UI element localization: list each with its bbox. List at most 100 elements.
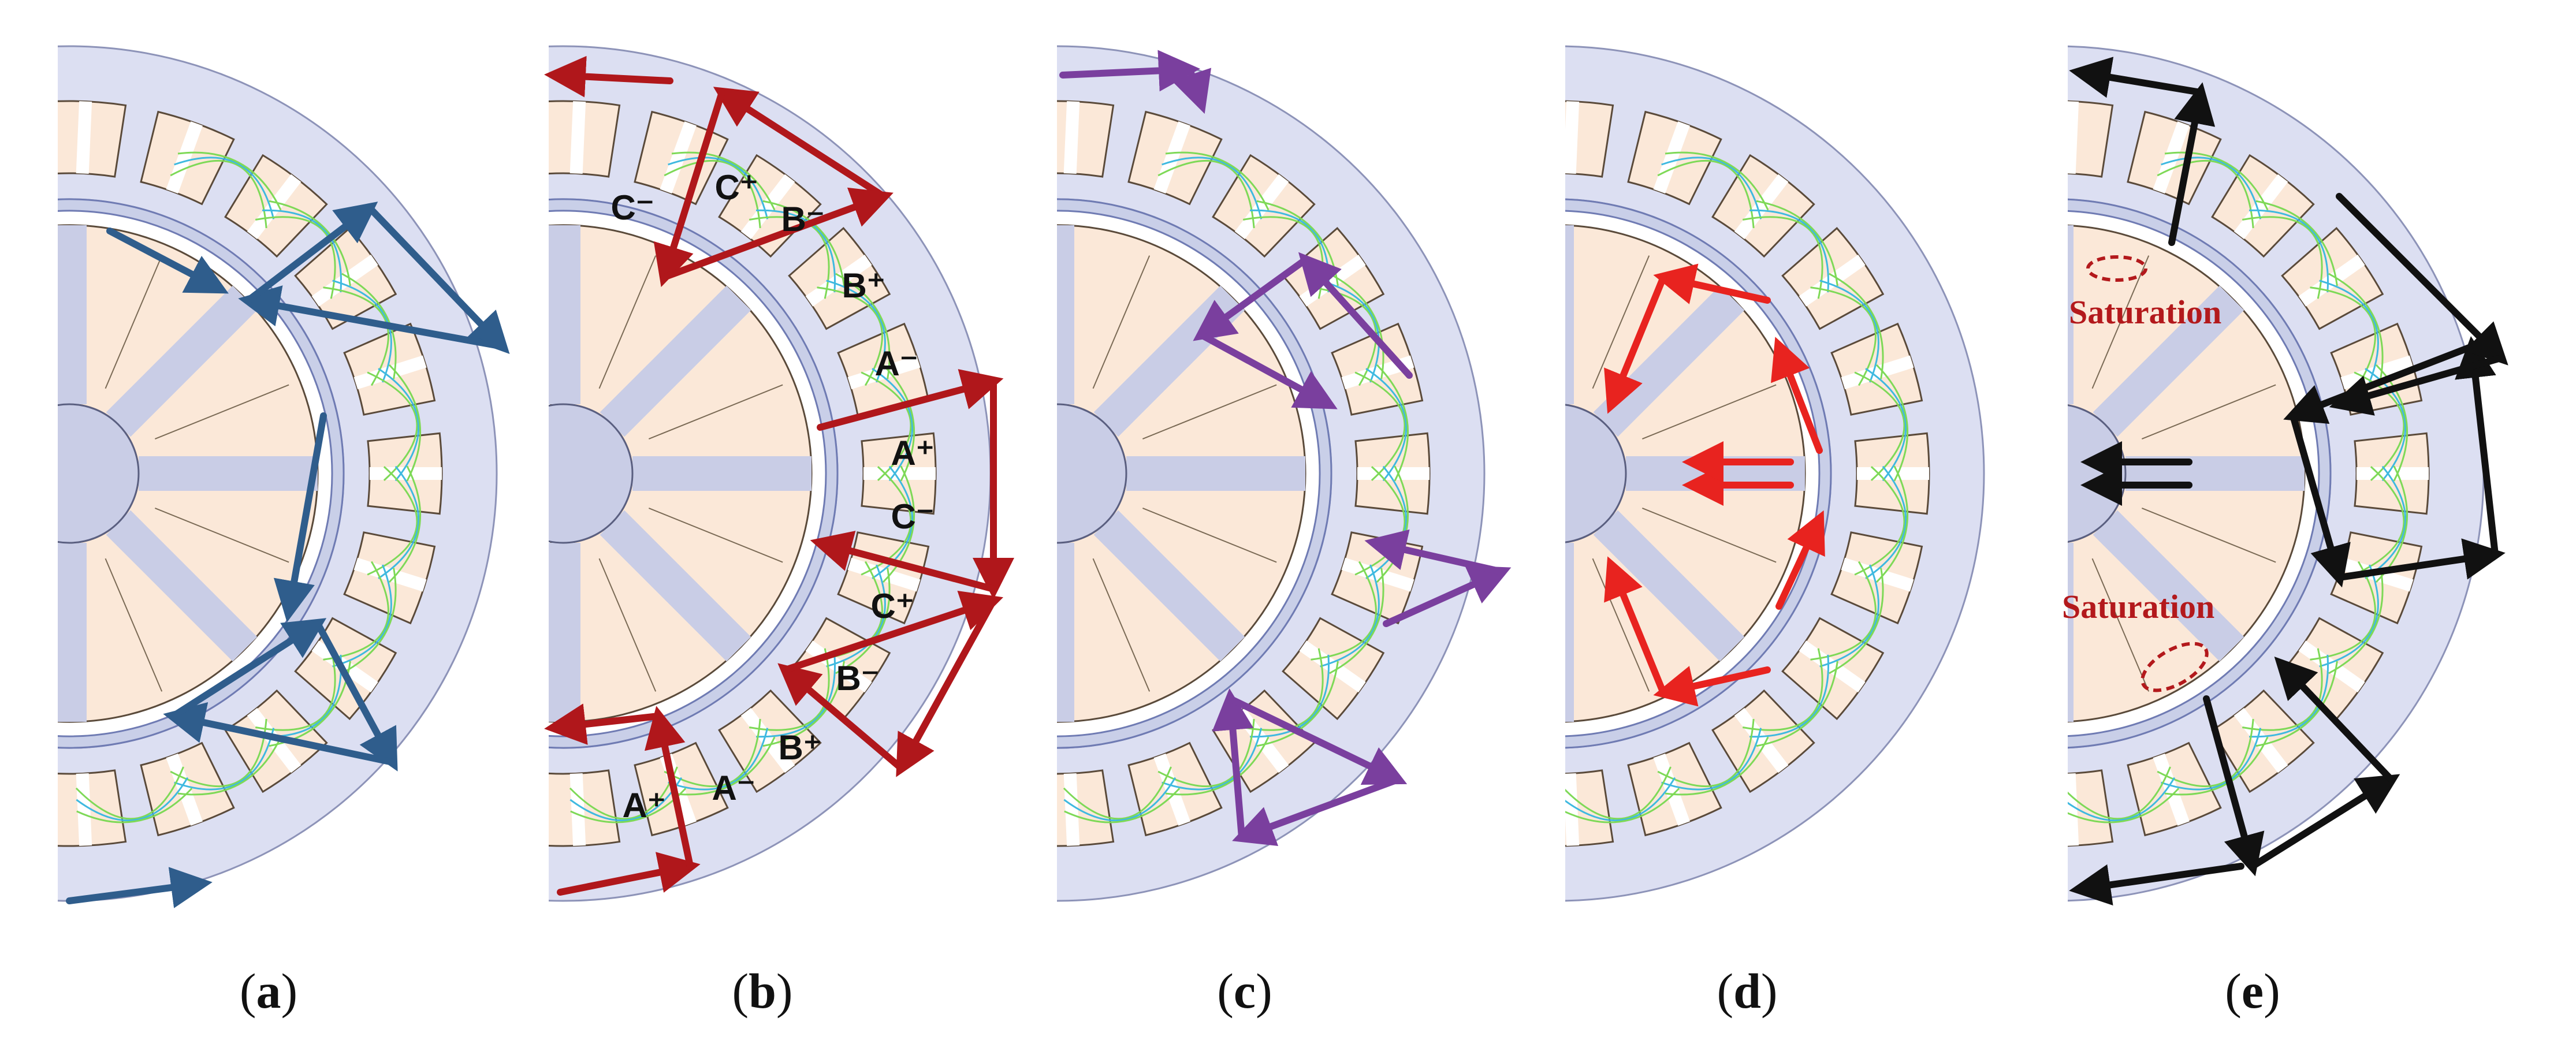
flux-line — [1854, 371, 1905, 481]
flux-line — [2319, 564, 2379, 668]
flux-line — [262, 209, 342, 293]
flux-line — [1875, 465, 1909, 583]
air-gap — [2068, 198, 2332, 749]
air-gap — [1565, 198, 1832, 749]
saturation-label-lower: Saturation — [2062, 588, 2214, 625]
flux-arrow — [163, 702, 396, 766]
rotor-divider — [154, 508, 289, 563]
flux-arrow — [1171, 66, 1212, 114]
slot-divider — [166, 121, 203, 194]
flux-arrow — [1653, 263, 1771, 304]
flux-line — [1165, 151, 1270, 211]
flux-line — [872, 368, 914, 482]
rotor-divider — [1641, 384, 1777, 439]
slot-divider — [76, 101, 92, 174]
rotor-spoke — [600, 510, 751, 662]
flux-line — [76, 788, 193, 823]
saturation-marker — [2141, 642, 2209, 692]
flux-line — [1320, 564, 1380, 668]
flux-line — [1064, 788, 1181, 823]
flux-line — [2328, 568, 2384, 674]
flux-line — [367, 371, 418, 481]
flux-line — [1875, 364, 1909, 482]
caption-a: (a) — [240, 963, 297, 1019]
shaft — [549, 403, 634, 544]
flux-line — [269, 200, 351, 286]
rotor-divider — [1142, 384, 1277, 439]
winding-label: B⁻ — [781, 200, 825, 238]
flux-line — [1565, 788, 1680, 823]
slot-divider — [569, 773, 586, 846]
flux-arrow — [170, 618, 327, 720]
flux-arrow — [2069, 57, 2204, 98]
rotor-spoke — [2093, 510, 2244, 662]
flux-arrow — [1364, 529, 1505, 575]
flux-line — [817, 286, 883, 386]
slot-divider — [1063, 773, 1080, 846]
winding-label: B⁻ — [836, 659, 880, 698]
slot-divider — [353, 355, 427, 390]
flux-line — [826, 564, 886, 668]
flux-arrow — [2283, 343, 2476, 424]
slot-divider — [805, 640, 872, 692]
flux-line — [1657, 159, 1755, 229]
flux-line — [323, 286, 389, 386]
flux-arrows-b — [544, 55, 1014, 896]
flux-line — [835, 568, 891, 674]
flux-line — [75, 766, 184, 820]
slot-divider — [2153, 753, 2190, 826]
winding-label: A⁺ — [891, 434, 935, 472]
flux-line — [2242, 216, 2323, 299]
flux-line — [861, 371, 912, 481]
flux-line — [1365, 368, 1408, 482]
flux-arrow — [810, 531, 997, 592]
slot-divider — [847, 355, 921, 390]
slot-divider — [805, 255, 872, 307]
flux-line — [2164, 151, 2269, 211]
flux-line — [1063, 777, 1177, 822]
winding-label: A⁻ — [875, 344, 918, 383]
flux-line — [2328, 273, 2384, 379]
flux-line — [1742, 648, 1823, 731]
rotor-divider — [1592, 255, 1650, 389]
slot-divider — [2068, 773, 2079, 846]
rotor-divider — [2091, 558, 2150, 692]
flux-line — [2249, 654, 2329, 738]
flux-line — [2365, 465, 2407, 579]
flux-line — [1756, 200, 1838, 286]
flux-line — [1661, 728, 1762, 791]
flux-line — [341, 273, 397, 379]
winding-labels-b: C⁻ C⁺ B⁻ B⁺ A⁻ A⁺ C⁻ C⁺ B⁻ A⁺ A⁻ B⁺ — [611, 168, 935, 825]
flux-arrow — [106, 228, 229, 294]
flux-line — [2255, 661, 2338, 747]
slot-divider — [569, 101, 586, 174]
flux-line — [388, 465, 422, 583]
flux-line — [1819, 279, 1879, 383]
flux-arrow — [777, 663, 904, 772]
flux-line — [255, 216, 336, 299]
flux-arrow — [1059, 50, 1200, 92]
slot-divider — [740, 707, 795, 773]
rotor-spoke — [1093, 510, 1245, 662]
slot-divider — [847, 557, 921, 592]
rotor-divider — [2091, 255, 2150, 389]
rotor-divider — [1641, 508, 1777, 563]
shaft — [58, 403, 140, 544]
flux-arrow — [644, 706, 694, 870]
flux-line — [664, 718, 761, 788]
flux-arrow — [2168, 82, 2216, 246]
flux-line — [1162, 156, 1263, 219]
motor-panel-a — [58, 45, 498, 902]
flux-line — [749, 216, 830, 299]
shaft — [1057, 403, 1127, 544]
flux-arrows-c — [1059, 50, 1512, 847]
flux-line — [1865, 465, 1907, 579]
flux-arrow — [2329, 355, 2504, 416]
winding-label: A⁻ — [712, 769, 755, 807]
flux-line — [882, 364, 915, 482]
flux-line — [1565, 766, 1672, 820]
flux-line — [1157, 718, 1255, 788]
flux-line — [1063, 766, 1172, 820]
flux-line — [1657, 718, 1755, 788]
rotor-divider — [648, 384, 783, 439]
